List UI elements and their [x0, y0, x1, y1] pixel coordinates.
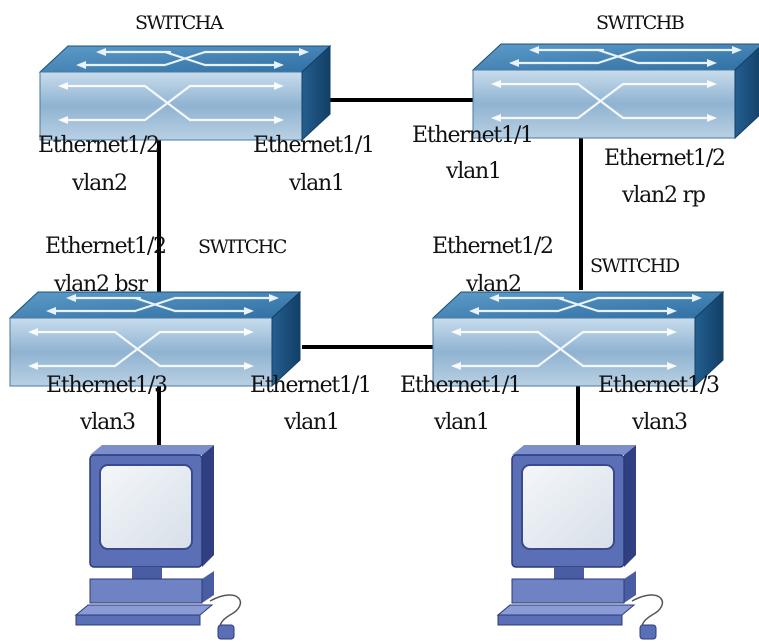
switch-b-vlan-e12: vlan2 rp [621, 183, 705, 208]
switch-c-name: SWITCHC [198, 236, 287, 258]
switch-c-port-e11: Ethernet1/1 [250, 373, 371, 398]
switch-a-vlan-e11: vlan1 [288, 171, 344, 196]
switch-d-port-e11: Ethernet1/1 [400, 373, 521, 398]
links [157, 98, 583, 450]
switch-c-vlan-e12: vlan2 bsr [53, 272, 149, 297]
switch-c-vlan-e13: vlan3 [79, 410, 135, 435]
switch-b-vlan-e11: vlan1 [445, 159, 501, 184]
pc-left [75, 444, 242, 640]
switch-d-name: SWITCHD [590, 255, 680, 277]
switch-b-port-e11: Ethernet1/1 [412, 123, 533, 148]
switch-b-port-e12: Ethernet1/2 [604, 146, 725, 171]
switch-d-port-e13: Ethernet1/3 [598, 373, 719, 398]
switch-c-port-e12: Ethernet1/2 [45, 234, 166, 259]
switch-b-name: SWITCHB [596, 12, 684, 34]
pc-right [497, 444, 664, 640]
switch-d-port-e12: Ethernet1/2 [432, 234, 553, 259]
switch-c [8, 290, 302, 388]
switch-d [431, 290, 725, 388]
switch-a-port-e11: Ethernet1/1 [253, 133, 374, 158]
switch-a-name: SWITCHA [135, 12, 224, 34]
switch-c-port-e13: Ethernet1/3 [46, 373, 167, 398]
switch-a-port-e12: Ethernet1/2 [38, 133, 159, 158]
switch-a [38, 44, 332, 142]
switch-d-vlan-e11: vlan1 [433, 410, 489, 435]
switch-d-vlan-e13: vlan3 [631, 410, 687, 435]
switch-d-vlan-e12: vlan2 [465, 272, 521, 297]
switch-c-vlan-e11: vlan1 [283, 410, 339, 435]
switch-a-vlan-e12: vlan2 [71, 171, 127, 196]
